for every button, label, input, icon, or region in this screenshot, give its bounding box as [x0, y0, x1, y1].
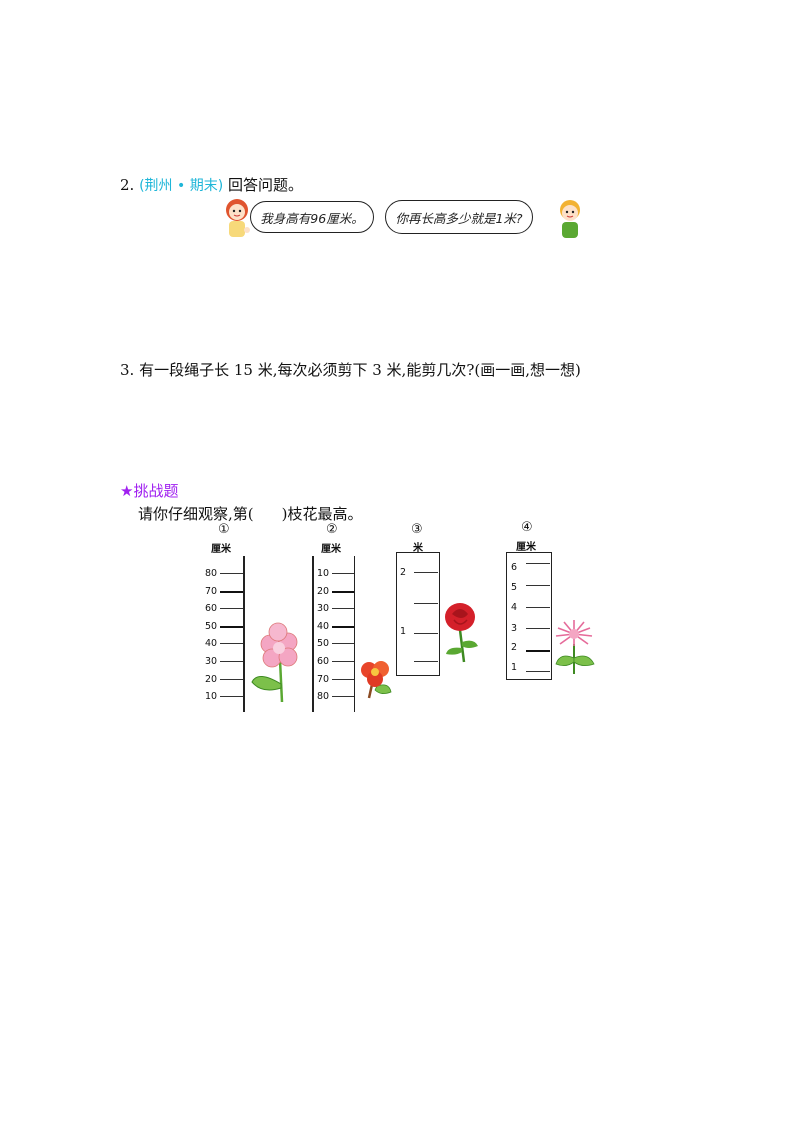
ruler-1-tick-label: 50	[205, 621, 218, 632]
ruler-2-tick	[332, 696, 354, 697]
challenge-prompt-before: 请你仔细观察,第(	[138, 505, 254, 523]
question-3-text: 3. 有一段绳子长 15 米,每次必须剪下 3 米,能剪几次?(画一画,想一想)	[120, 361, 581, 379]
ruler-4-tick	[526, 563, 550, 564]
ruler-2-tick	[332, 661, 354, 662]
question-2-number: 2.	[120, 176, 135, 194]
ruler-4-tick	[526, 650, 550, 652]
ruler-2-edge	[354, 556, 355, 712]
ruler-1-tick	[220, 608, 243, 609]
ruler-3-tick-label: 1	[400, 626, 407, 637]
ruler-1-tick	[220, 696, 243, 697]
ruler-1-tick	[220, 679, 243, 680]
ruler-4-tick-label: 6	[511, 562, 518, 573]
ruler-2-tick-label: 10	[317, 568, 330, 579]
ruler-4-tick-label: 2	[511, 642, 518, 653]
ruler-2-tick	[332, 591, 354, 593]
ruler-4-tick	[526, 585, 550, 586]
ruler-1-spine	[243, 556, 245, 712]
challenge-prompt: 请你仔细观察,第( )枝花最高。	[138, 503, 362, 524]
ruler-1-tick-label: 60	[205, 603, 218, 614]
question-2-line: 2. (荆州 • 期末) 回答问题。	[120, 174, 303, 195]
ruler-3-tick-label: 2	[400, 567, 407, 578]
boy-illustration	[560, 200, 580, 238]
rose-icon	[445, 603, 478, 663]
question-2-source: (荆州 • 期末)	[139, 178, 224, 194]
ruler-1-tick-label: 20	[205, 674, 218, 685]
ruler-3-tick	[414, 661, 438, 662]
ruler-2-unit: 厘米	[321, 544, 341, 555]
ruler-1-tick-label: 80	[205, 568, 218, 579]
girl-illustration	[226, 199, 250, 237]
answer-blank[interactable]	[254, 505, 282, 523]
girl-speech-bubble: 我身高有96厘米。	[250, 201, 374, 233]
ruler-3-tick	[414, 603, 438, 604]
ruler-2-tick-label: 30	[317, 603, 330, 614]
ruler-2-marker: ②	[326, 522, 338, 537]
ruler-2-tick-label: 50	[317, 638, 330, 649]
pink-flower-icon	[251, 622, 298, 703]
ruler-2-tick	[332, 679, 354, 680]
ruler-4-box	[506, 552, 552, 680]
chrysanthemum-icon	[555, 620, 595, 674]
ruler-4-marker: ④	[521, 520, 533, 535]
ruler-1-unit: 厘米	[211, 544, 231, 555]
ruler-1-tick	[220, 626, 243, 628]
ruler-1-tick-label: 30	[205, 656, 218, 667]
ruler-4-tick	[526, 607, 550, 608]
challenge-heading: ★挑战题	[120, 482, 179, 500]
ruler-3-tick	[414, 572, 438, 573]
ruler-2-tick	[332, 608, 354, 609]
ruler-3-marker: ③	[411, 522, 423, 537]
ruler-1-tick-label: 40	[205, 638, 218, 649]
ruler-4-tick	[526, 628, 550, 629]
ruler-2-tick	[332, 643, 354, 644]
ruler-4-tick-label: 1	[511, 662, 518, 673]
ruler-1-tick-label: 70	[205, 586, 218, 597]
ruler-2-tick-label: 20	[317, 586, 330, 597]
ruler-3-tick	[414, 633, 438, 634]
ruler-4-tick-label: 3	[511, 623, 518, 634]
ruler-2-tick-label: 40	[317, 621, 330, 632]
ruler-2-tick-label: 70	[317, 674, 330, 685]
ruler-2-tick-label: 80	[317, 691, 330, 702]
ruler-4-tick-label: 4	[511, 602, 518, 613]
ruler-4-tick-label: 5	[511, 582, 518, 593]
ruler-2-tick-label: 60	[317, 656, 330, 667]
ruler-2-spine	[312, 556, 314, 712]
ruler-2-tick	[332, 626, 354, 628]
ruler-1-tick	[220, 643, 243, 644]
ruler-1-tick	[220, 661, 243, 662]
ruler-1-marker: ①	[218, 522, 230, 537]
ruler-1-tick	[220, 591, 243, 593]
ruler-4-tick	[526, 671, 550, 672]
ruler-4-unit: 厘米	[516, 542, 536, 553]
question-2-prompt: 回答问题。	[227, 176, 303, 194]
challenge-prompt-after: )枝花最高。	[281, 505, 363, 523]
red-orange-flower-icon	[361, 661, 392, 699]
boy-speech-bubble: 你再长高多少就是1米?	[385, 200, 533, 234]
ruler-3-unit: 米	[413, 543, 423, 554]
ruler-2-tick	[332, 573, 354, 574]
ruler-1-tick	[220, 573, 243, 574]
ruler-1-tick-label: 10	[205, 691, 218, 702]
